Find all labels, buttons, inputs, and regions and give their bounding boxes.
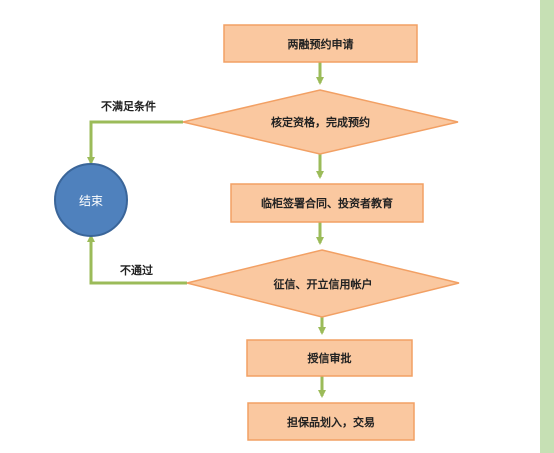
node-end-circle xyxy=(54,163,128,237)
node-sign-box xyxy=(230,183,424,223)
node-collateral-box xyxy=(247,402,415,441)
node-approve-box xyxy=(246,339,413,377)
arrow-not-passed-to-end xyxy=(87,234,187,285)
node-credit-diamond xyxy=(186,249,460,318)
arrow-not-qualified-to-end xyxy=(87,120,183,165)
node-apply-box xyxy=(223,24,418,63)
right-border xyxy=(540,0,554,453)
node-check-diamond xyxy=(182,89,459,155)
